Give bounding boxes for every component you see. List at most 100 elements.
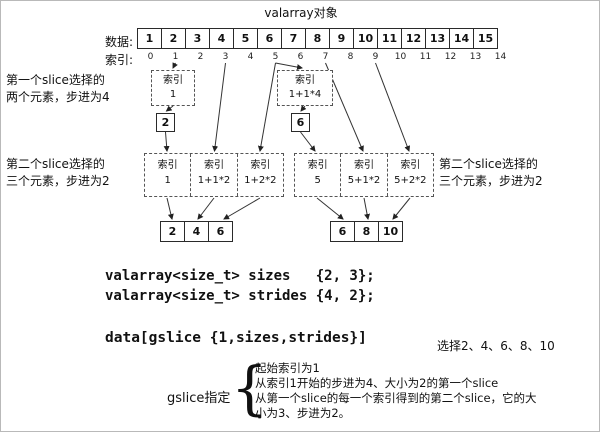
result-cell: 6 (208, 221, 233, 242)
slice2-left-col2: 索引 1+1*2 (190, 154, 236, 196)
index-value: 7 (322, 52, 329, 62)
data-row-label: 数据: (104, 35, 133, 49)
first-slice-label-line1: 第一个slice选择的 (6, 73, 105, 87)
slice2-left-col2-header: 索引 (203, 160, 224, 171)
index-value: 14 (494, 52, 507, 62)
index-value: 9 (372, 52, 379, 62)
slice2-right-col3-expr: 5+2*2 (394, 175, 427, 186)
data-cell: 2 (161, 28, 186, 49)
data-cell: 1 (137, 28, 162, 49)
slice2-left-col3: 索引 1+2*2 (236, 154, 283, 196)
data-cell: 9 (329, 28, 354, 49)
data-cell: 12 (401, 28, 426, 49)
index-value: 3 (222, 52, 229, 62)
slice2-right-col2: 索引 5+1*2 (340, 154, 386, 196)
index-value: 4 (247, 52, 254, 62)
first-slice-label: 第一个slice选择的 两个元素，步进为4 (6, 72, 110, 106)
brace-glyph: { (231, 354, 268, 422)
result-array-left: 2 4 6 (160, 221, 233, 242)
arrow-lcol3-to-result (223, 197, 261, 220)
second-slice-left-line2: 三个元素，步进为2 (6, 174, 110, 188)
slice2-right-col2-header: 索引 (353, 160, 374, 171)
slice1-value-2: 6 (291, 113, 310, 132)
arrow-lcol2-to-result (197, 197, 215, 220)
gslice-note-line1: 起始索引为1 (255, 361, 320, 375)
index-value: 1 (172, 52, 179, 62)
data-cell: 13 (425, 28, 450, 49)
arrow-rcol2-to-result (363, 197, 371, 220)
arrow-box1-to-val2 (165, 105, 174, 112)
slice2-right-group: 索引 5 索引 5+1*2 索引 5+2*2 (294, 153, 434, 197)
result-cell: 10 (378, 221, 403, 242)
result-cell: 6 (330, 221, 355, 242)
index-row: 0 1 2 3 4 5 6 7 8 9 10 11 12 13 14 (138, 52, 513, 62)
slice2-right-col1-header: 索引 (307, 160, 328, 171)
data-cell: 7 (281, 28, 306, 49)
data-cell: 3 (185, 28, 210, 49)
result-cell: 2 (160, 221, 185, 242)
data-array: 1 2 3 4 5 6 7 8 9 10 11 12 13 14 15 (137, 28, 498, 49)
arrow-lcol1-to-result (166, 197, 174, 220)
slice2-right-col3-header: 索引 (400, 160, 421, 171)
slice1-box-2-header: 索引 (295, 75, 315, 86)
slice2-right-col2-expr: 5+1*2 (347, 175, 381, 186)
result-cell: 4 (184, 221, 209, 242)
arrow-idx9-to-rcol3 (375, 62, 411, 152)
result-array-right: 6 8 10 (330, 221, 403, 242)
slice1-box-2-expr: 1+1*4 (288, 89, 322, 100)
index-value: 10 (394, 52, 407, 62)
index-value: 13 (469, 52, 482, 62)
arrow-idx5-to-slice1box2 (275, 62, 303, 71)
second-slice-label-left: 第二个slice选择的 三个元素，步进为2 (6, 156, 110, 190)
data-cell: 6 (257, 28, 282, 49)
index-value: 8 (347, 52, 354, 62)
slice1-value-1: 2 (156, 113, 175, 132)
first-slice-label-line2: 两个元素，步进为4 (6, 90, 110, 104)
slice2-left-group: 索引 1 索引 1+1*2 索引 1+2*2 (144, 153, 284, 197)
arrow-rcol3-to-result (392, 197, 411, 220)
slice2-left-col1-header: 索引 (157, 160, 178, 171)
arrow-idx1-to-slice1box1 (172, 62, 178, 69)
gslice-note-line4: 小为3、步进为2。 (255, 406, 351, 420)
data-cell: 14 (449, 28, 474, 49)
index-value: 5 (272, 52, 279, 62)
slice2-right-col1: 索引 5 (295, 154, 340, 196)
gslice-note-line3: 从第一个slice的每一个索引得到的第二个slice，它的大 (255, 391, 537, 405)
second-slice-label-right: 第二个slice选择的 三个元素，步进为2 (439, 156, 543, 190)
arrow-val2-to-lcol1 (163, 131, 170, 152)
slice1-box-1-header: 索引 (163, 75, 183, 86)
data-cell: 10 (353, 28, 378, 49)
slice2-left-col1-expr: 1 (164, 175, 171, 186)
data-cell: 15 (473, 28, 498, 49)
slice1-box-1-expr: 1 (169, 89, 177, 100)
code-gslice-line: data[gslice {1,sizes,strides}] (105, 330, 367, 346)
index-value: 6 (297, 52, 304, 62)
slice2-right-col1-expr: 5 (314, 175, 321, 186)
diagram-title: valarray对象 (264, 6, 338, 20)
gslice-note-line2: 从索引1开始的步进为4、大小为2的第一个slice (255, 376, 499, 390)
arrow-idx5-to-lcol3 (257, 62, 276, 152)
slice1-box-2: 索引 1+1*4 (277, 70, 333, 106)
arrow-rcol1-to-result (316, 197, 344, 220)
slice2-left-col3-header: 索引 (250, 160, 271, 171)
slice1-box-1: 索引 1 (151, 70, 195, 106)
slice2-left-col3-expr: 1+2*2 (244, 175, 277, 186)
gslice-note-lines: 起始索引为1 从索引1开始的步进为4、大小为2的第一个slice 从第一个sli… (255, 361, 595, 421)
second-slice-right-line2: 三个元素，步进为2 (439, 174, 543, 188)
slice2-right-col3: 索引 5+2*2 (386, 154, 433, 196)
index-value: 12 (444, 52, 457, 62)
result-cell: 8 (354, 221, 379, 242)
data-cell: 11 (377, 28, 402, 49)
index-value: 0 (147, 52, 154, 62)
data-cell: 8 (305, 28, 330, 49)
index-value: 2 (197, 52, 204, 62)
code-strides-line: valarray<size_t> strides {4, 2}; (105, 288, 375, 304)
selection-note: 选择2、4、6、8、10 (437, 339, 555, 353)
slice2-left-col2-expr: 1+1*2 (197, 175, 231, 186)
second-slice-right-line1: 第二个slice选择的 (439, 157, 538, 171)
second-slice-left-line1: 第二个slice选择的 (6, 157, 105, 171)
code-sizes-line: valarray<size_t> sizes {2, 3}; (105, 268, 375, 284)
arrow-val6-to-rcol1 (300, 131, 316, 152)
gslice-note-label: gslice指定 (167, 391, 231, 406)
